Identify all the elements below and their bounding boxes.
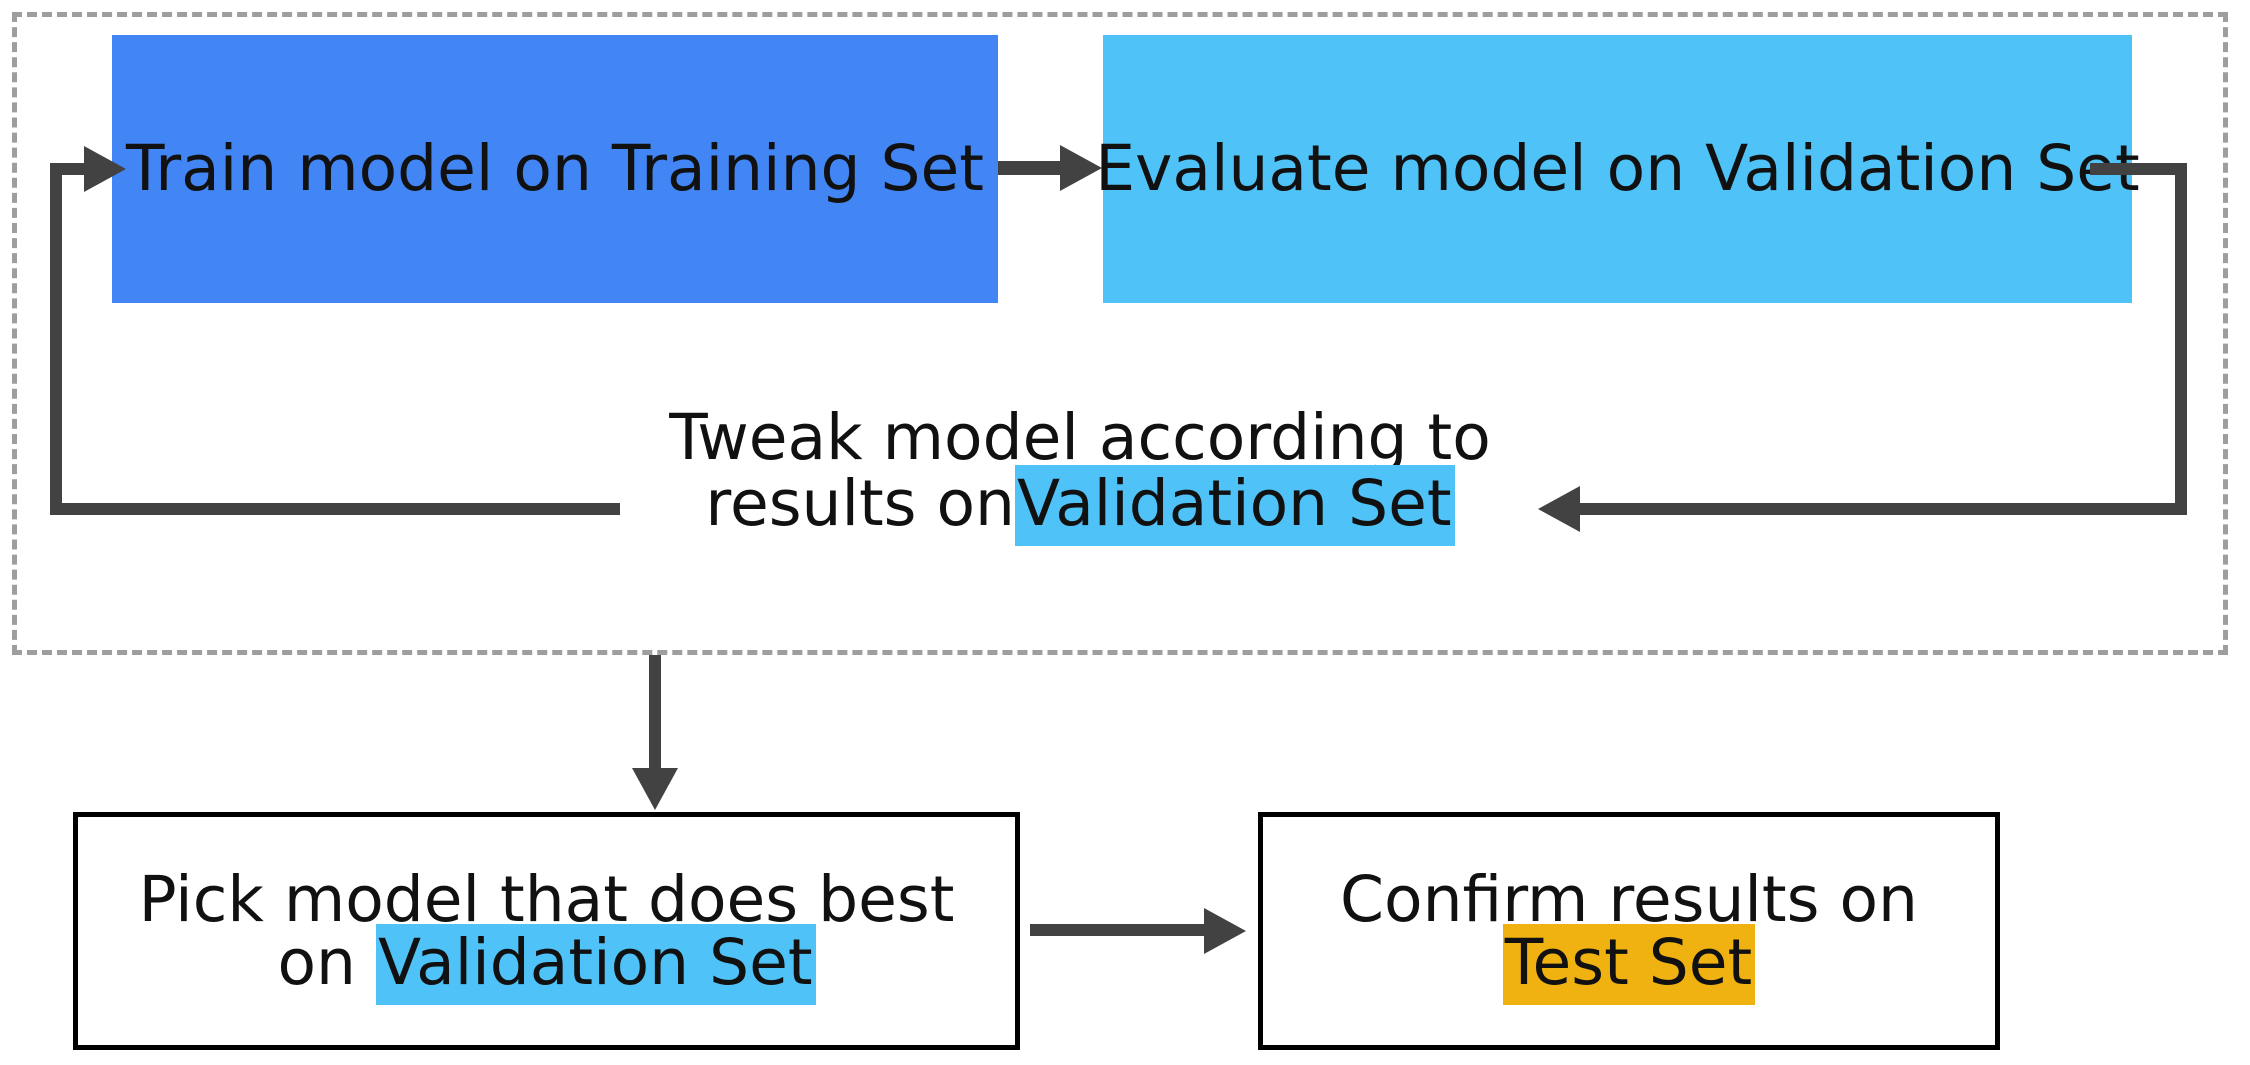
node-confirm-results[interactable]: Confirm results on Test Set [1258, 812, 2000, 1050]
edge-train-to-evaluate-line [998, 161, 1066, 175]
edge-evaluate-to-tweak-arrowhead [1538, 486, 1580, 532]
edge-evaluate-to-tweak-vertical [2175, 163, 2187, 515]
edge-evaluate-to-tweak-top-stub [2090, 163, 2187, 175]
edge-train-to-evaluate-arrowhead [1060, 145, 1102, 191]
node-tweak-model-line2-prefix: results on [705, 466, 1015, 540]
highlight-test-set: Test Set [1502, 924, 1756, 1005]
node-train-model[interactable]: Train model on Training Set [112, 35, 998, 303]
node-evaluate-model-label: Evaluate model on Validation Set [1095, 131, 2140, 205]
node-pick-model-label: Pick model that does best on Validation … [138, 863, 955, 1005]
node-confirm-results-line1: Confirm results on [1340, 863, 1918, 936]
node-tweak-model-line1: Tweak model according to [669, 401, 1491, 474]
edge-tweak-to-train-arrowhead [84, 146, 126, 192]
node-pick-model-line1: Pick model that does best [138, 863, 955, 936]
training-validation-loop-group [12, 12, 2228, 655]
edge-tweak-to-train-vertical [50, 163, 62, 515]
node-tweak-model-line2: results onValidation Set [520, 464, 1640, 546]
edge-loop-to-pick-line [649, 655, 661, 775]
edge-pick-to-confirm-arrowhead [1204, 908, 1246, 954]
node-evaluate-model[interactable]: Evaluate model on Validation Set [1095, 35, 2140, 303]
node-pick-model[interactable]: Pick model that does best on Validation … [73, 812, 1020, 1050]
edge-pick-to-confirm-line [1030, 924, 1210, 936]
node-tweak-model-label: Tweak model according to results onValid… [520, 401, 1640, 546]
edge-evaluate-to-tweak-horizontal [1580, 503, 2187, 515]
edge-loop-to-pick-arrowhead [632, 768, 678, 810]
highlight-validation-set-pick: Validation Set [375, 924, 816, 1005]
edge-tweak-to-train-horizontal [50, 503, 620, 515]
node-pick-model-line2: on Validation Set [139, 924, 955, 1005]
node-pick-model-line2-prefix: on [277, 926, 376, 999]
highlight-validation-set-tweak: Validation Set [1014, 464, 1455, 546]
node-confirm-results-line2: Test Set [1340, 924, 1918, 1005]
edge-tweak-to-train-top-stub [50, 163, 90, 175]
node-train-model-label: Train model on Training Set [126, 131, 984, 205]
node-confirm-results-label: Confirm results on Test Set [1340, 863, 1918, 1005]
